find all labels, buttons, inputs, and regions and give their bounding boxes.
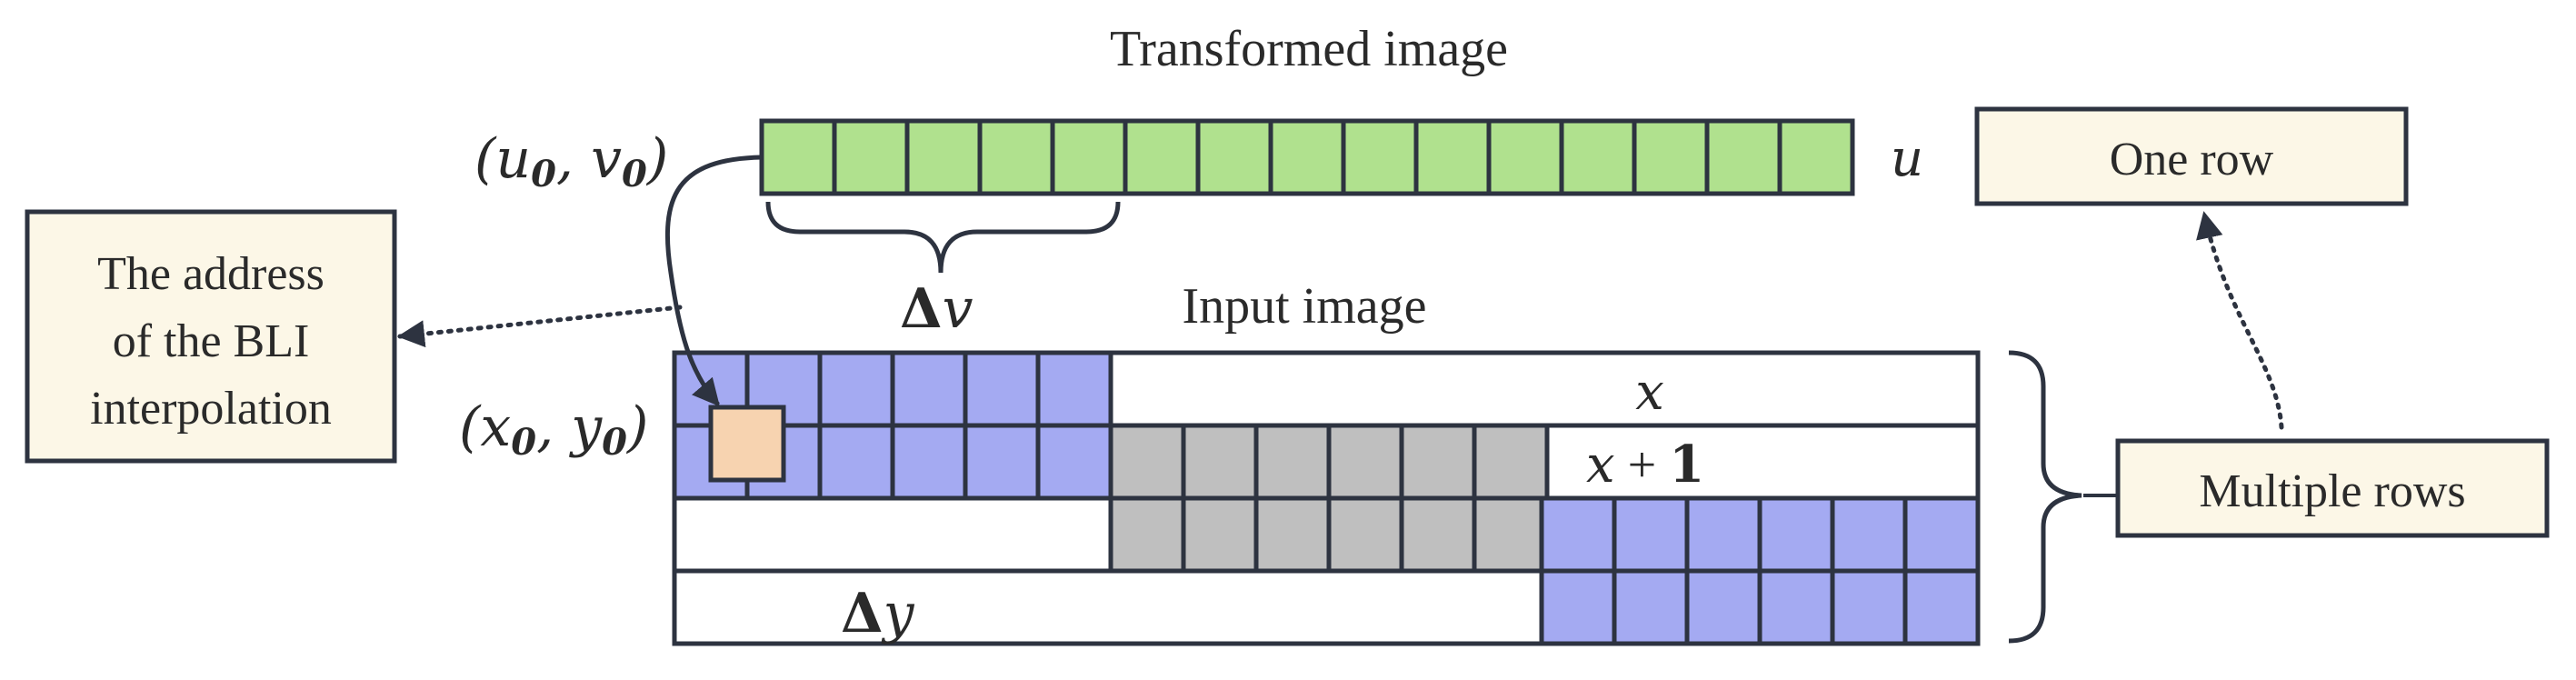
input-cell-gray [1472, 423, 1550, 501]
transformed-cell [1195, 118, 1273, 196]
delta-v-label: Δv [900, 277, 973, 341]
transformed-image-row [759, 118, 1855, 196]
input-cell-gray [1253, 423, 1332, 501]
input-cell-blue [1830, 495, 1908, 574]
input-cell-blue [963, 423, 1041, 501]
input-cell-gray [1399, 495, 1477, 574]
delta-v-brace [765, 201, 1121, 274]
input-cell-blue [1902, 495, 1981, 574]
input-cell-blue [817, 350, 895, 428]
transformed-cell [904, 118, 983, 196]
transformed-cell [1486, 118, 1564, 196]
multiple-rows-box: Multiple rows [2115, 438, 2550, 538]
input-image-title: Input image [1182, 278, 1426, 335]
transformed-cell [759, 118, 837, 196]
transformed-cell [1777, 118, 1855, 196]
input-cell-blue [1830, 568, 1908, 646]
interpolation-cell [708, 405, 786, 483]
bli-address-line-2: of the BLI [113, 315, 310, 367]
input-cell-gray [1108, 423, 1186, 501]
bli-dotted-arrow [397, 305, 683, 348]
input-cell-blue [1902, 568, 1981, 646]
uv-origin-label: (u0, v0) [474, 127, 668, 195]
input-cell-blue [890, 423, 968, 501]
input-cell-blue [1035, 350, 1113, 428]
transformed-image-title: Transformed image [1110, 21, 1508, 77]
input-cell-blue [1612, 495, 1690, 574]
transformed-cell [1413, 118, 1492, 196]
transformed-cell [977, 118, 1055, 196]
input-cell-blue [1757, 568, 1835, 646]
rows-dotted-arrow [2196, 211, 2284, 430]
input-cell-gray [1326, 423, 1404, 501]
input-cell-gray [1181, 495, 1259, 574]
transformed-cell [1559, 118, 1637, 196]
multiple-rows-label: Multiple rows [2199, 465, 2465, 517]
transformed-cell [1123, 118, 1201, 196]
transformed-cell [1268, 118, 1346, 196]
one-row-box: One row [1974, 106, 2409, 206]
input-image-grid [672, 350, 1981, 646]
transformed-cell [1632, 118, 1710, 196]
input-cell-gray [1108, 495, 1186, 574]
input-cell-blue [1539, 495, 1617, 574]
input-cell-blue [890, 350, 968, 428]
x-row-label: x [1635, 363, 1664, 422]
input-cell-gray [1253, 495, 1332, 574]
input-cell-blue [1757, 495, 1835, 574]
bli-address-line-3: interpolation [90, 383, 332, 435]
x-plus-one-label: x + 1 [1586, 435, 1704, 495]
bli-address-line-1: The address [97, 248, 324, 300]
input-cell-blue [817, 423, 895, 501]
input-cell-blue [1684, 568, 1762, 646]
input-cell-gray [1472, 495, 1550, 574]
input-cell-blue [963, 350, 1041, 428]
xy-origin-label: (x0, y0) [459, 395, 648, 464]
u-axis-label: u [1891, 129, 1923, 188]
input-cell-gray [1399, 423, 1477, 501]
multiple-rows-brace [2008, 350, 2082, 644]
mapping-arrow [664, 155, 763, 407]
transformed-cell [832, 118, 910, 196]
one-row-label: One row [2110, 134, 2274, 185]
bli-address-box: The address of the BLI interpolation [25, 209, 397, 464]
input-cell-blue [1684, 495, 1762, 574]
transformed-cell [1050, 118, 1128, 196]
input-cell-gray [1181, 423, 1259, 501]
input-cell-gray [1326, 495, 1404, 574]
transformed-cell [1341, 118, 1419, 196]
input-cell-blue [1612, 568, 1690, 646]
transformed-cell [1704, 118, 1782, 196]
input-cell-blue [1539, 568, 1617, 646]
input-cell-blue [1035, 423, 1113, 501]
delta-y-label: Δy [841, 582, 915, 645]
